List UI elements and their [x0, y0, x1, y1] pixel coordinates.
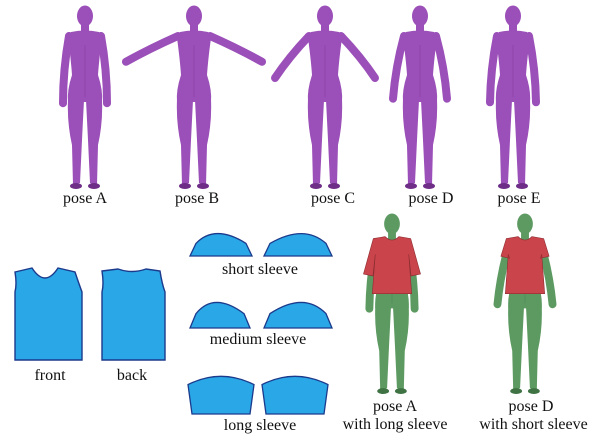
dressed-pose-a-figure: [363, 213, 420, 394]
dressed-pose-d-figure-right-leg: [526, 306, 542, 390]
pose-c-figure-head: [317, 6, 333, 27]
dressed-pose-a-figure-left-foot: [377, 388, 389, 394]
back-panel-label: back: [102, 368, 162, 384]
dressed-pose-d-figure-right-foot: [528, 388, 540, 394]
pose-c-figure-left-arm: [275, 36, 309, 78]
short-sleeve-right: [264, 234, 332, 256]
dressed-left-label-line2: with long sleeve: [335, 416, 455, 434]
dressed-right-label-line2: with short sleeve: [466, 416, 601, 434]
pose-a-figure-right-leg: [86, 100, 102, 185]
dressed-pose-d-figure-left-foot: [510, 388, 522, 394]
pose-b-figure-right-foot: [197, 183, 209, 189]
pose-c-figure-right-leg: [326, 100, 342, 185]
front-panel-label: front: [20, 368, 80, 384]
pose-e-figure-right-foot: [516, 183, 528, 189]
dressed-pose-a-figure-right-foot: [395, 388, 407, 394]
pose-c-label: pose C: [298, 191, 368, 207]
pose-d-figure: [393, 6, 447, 190]
pose-b-figure-head: [186, 6, 202, 27]
dressed-pose-d-figure-left-leg: [508, 306, 524, 390]
pose-d-figure-right-foot: [423, 183, 435, 189]
pose-d-figure-right-arm: [436, 36, 447, 99]
pose-b-figure-left-leg: [177, 100, 193, 185]
pose-a-figure-right-foot: [88, 183, 100, 189]
short-sleeve-left: [190, 234, 252, 256]
pose-a-figure: [63, 6, 107, 190]
pose-d-figure-left-leg: [403, 100, 419, 185]
pose-a-label: pose A: [50, 191, 120, 207]
pose-b-label: pose B: [162, 191, 232, 207]
pose-e-label: pose E: [484, 191, 554, 207]
pose-b-figure-right-leg: [195, 100, 211, 185]
long-sleeve-label: long sleeve: [200, 418, 320, 434]
pose-b-figure-right-arm: [210, 36, 262, 62]
long-sleeve-left: [188, 376, 254, 414]
pose-c-figure-left-leg: [308, 100, 324, 185]
pose-d-figure-head: [412, 6, 428, 27]
pose-e-figure-right-leg: [514, 100, 530, 185]
pose-b-figure: [126, 6, 262, 190]
pose-e-figure: [490, 6, 536, 190]
front-panel: [15, 268, 82, 360]
pose-d-label: pose D: [396, 191, 466, 207]
dressed-pose-a-figure-head: [384, 213, 400, 234]
pose-e-figure-left-leg: [496, 100, 512, 185]
pose-e-figure-left-foot: [498, 183, 510, 189]
pose-c-figure-left-foot: [310, 183, 322, 189]
pose-b-figure-left-arm: [126, 36, 178, 62]
dressed-pose-d-figure-shirt: [501, 237, 549, 294]
medium-sleeve-label: medium sleeve: [193, 332, 323, 348]
pose-b-figure-left-foot: [179, 183, 191, 189]
medium-sleeve-left: [190, 302, 250, 328]
pose-e-figure-left-arm: [490, 36, 497, 102]
pose-e-figure-right-arm: [529, 36, 536, 102]
pose-c-figure: [275, 6, 375, 190]
dressed-pose-d-figure-head: [517, 213, 533, 234]
pose-a-figure-head: [77, 6, 93, 27]
pose-a-figure-left-leg: [68, 100, 84, 185]
medium-sleeve-right: [264, 302, 332, 328]
dressed-pose-a-figure-right-leg: [393, 306, 409, 390]
long-sleeve-right: [262, 376, 328, 414]
dressed-pose-a-figure-left-leg: [375, 306, 391, 390]
pose-e-figure-head: [505, 6, 521, 27]
short-sleeve-label: short sleeve: [200, 262, 320, 278]
pose-c-figure-right-arm: [341, 36, 375, 78]
pose-d-figure-left-arm: [393, 36, 404, 99]
back-panel: [102, 269, 165, 360]
pose-d-figure-right-leg: [421, 100, 437, 185]
pose-d-figure-left-foot: [405, 183, 417, 189]
dressed-right-label-line1: pose D: [476, 398, 586, 416]
pose-a-figure-left-foot: [70, 183, 82, 189]
dressed-pose-d-figure: [497, 213, 552, 394]
pose-c-figure-right-foot: [328, 183, 340, 189]
dressed-left-label-line1: pose A: [340, 398, 450, 416]
